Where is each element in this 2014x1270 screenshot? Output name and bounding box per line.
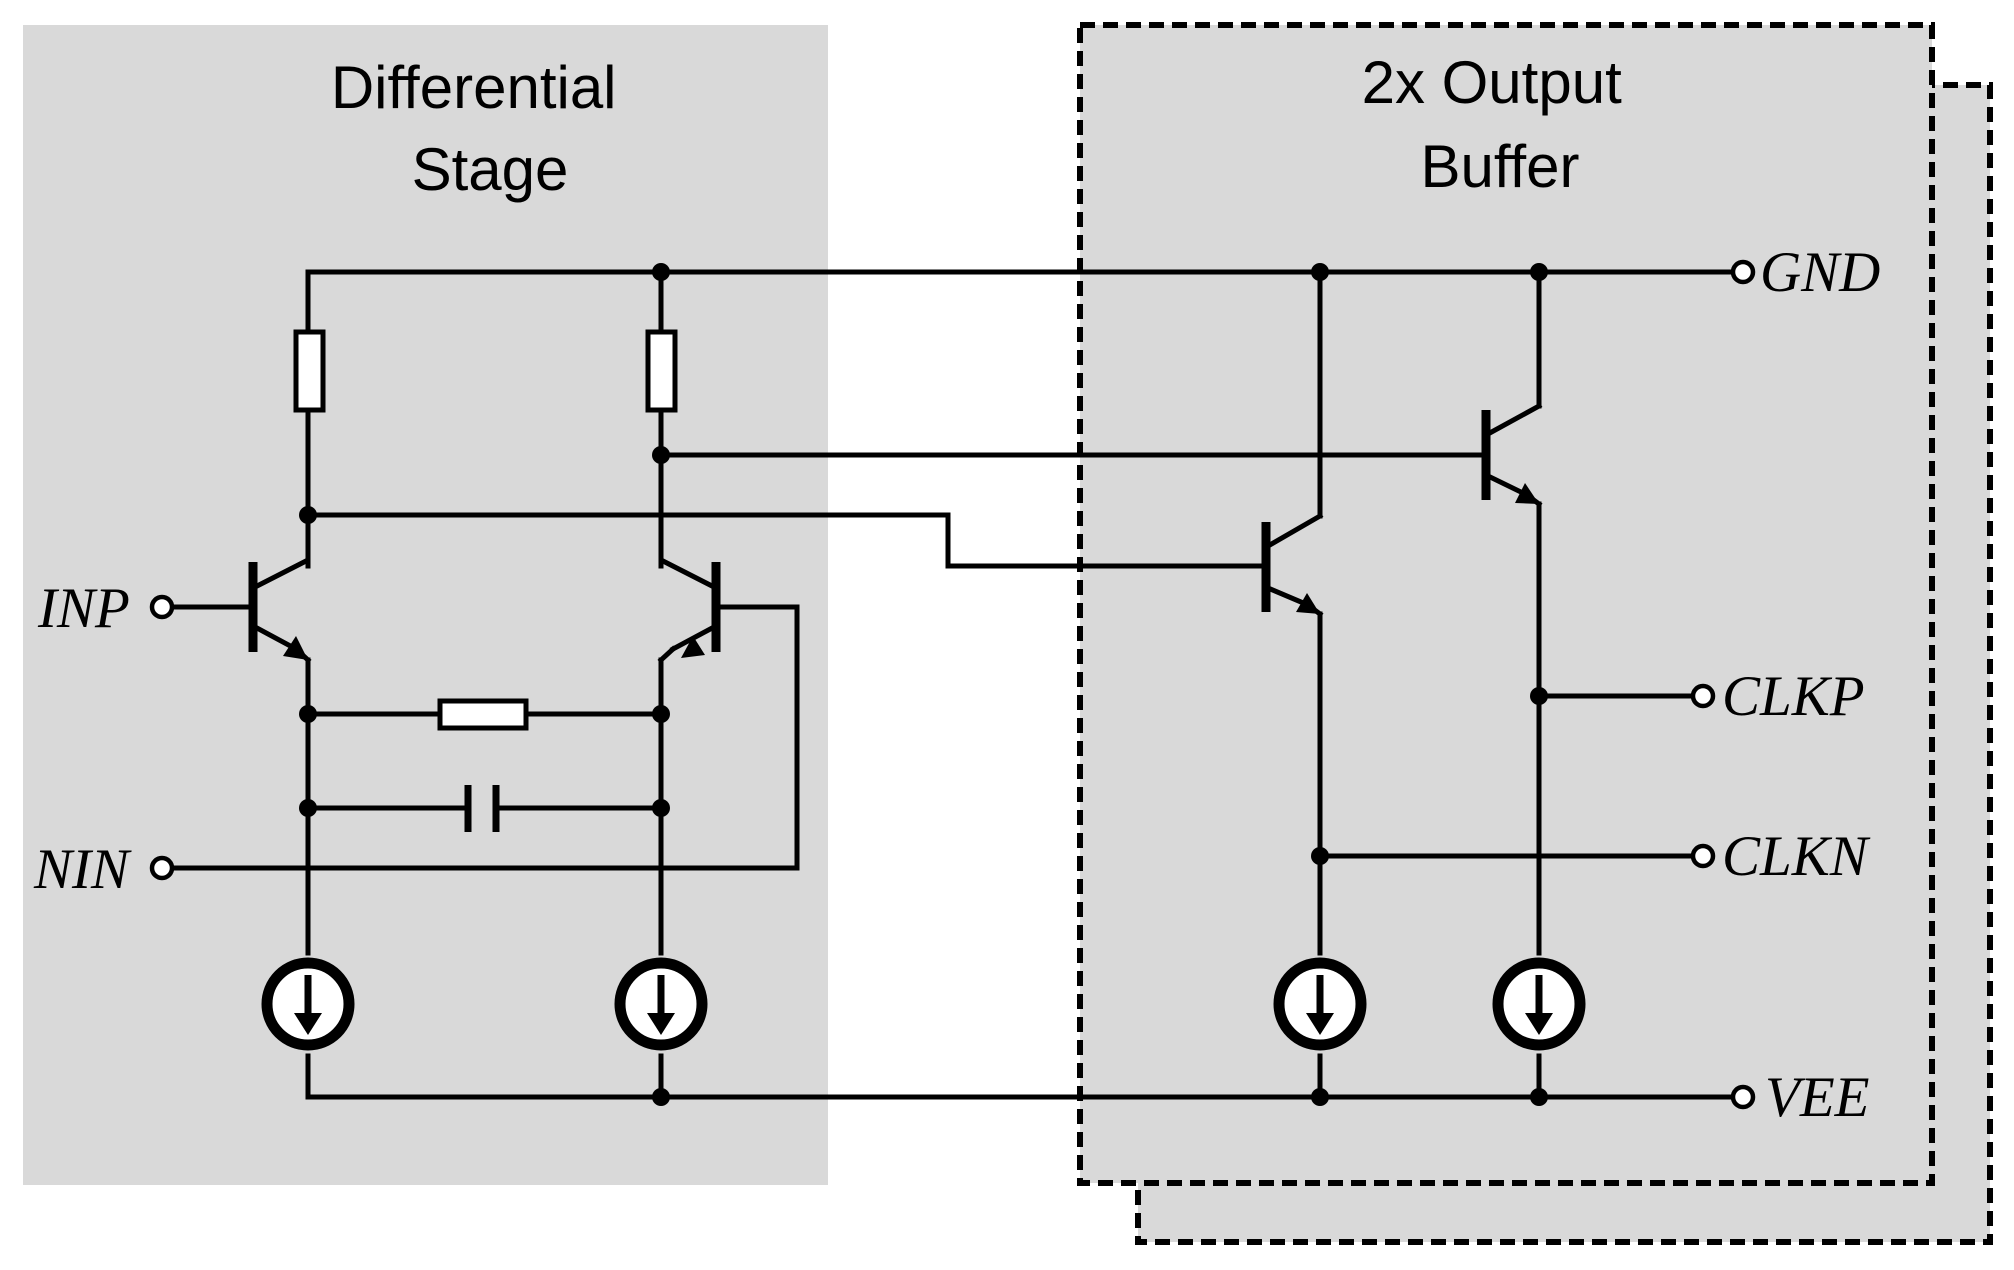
wires	[168, 269, 1745, 1100]
current-source-2	[614, 957, 708, 1051]
inp-label: INP	[37, 577, 130, 640]
gnd-terminal	[1730, 259, 1756, 285]
gnd-label: GND	[1760, 241, 1880, 304]
clkn-terminal	[1690, 843, 1716, 869]
current-source-3	[1273, 957, 1367, 1051]
left-output-wire	[305, 512, 1265, 569]
q1-emitter-arrow	[283, 636, 308, 660]
clkn-label: CLKN	[1722, 825, 1871, 888]
load-resistor-left	[293, 329, 326, 413]
current-source-1	[261, 957, 355, 1051]
nin-wire	[169, 604, 800, 871]
output-buffer-title-line-2: Buffer	[1421, 133, 1580, 200]
q3-emitter-arrow	[1296, 593, 1320, 614]
clkp-terminal	[1690, 683, 1716, 709]
degeneration-capacitor	[464, 785, 500, 832]
transistor-q1	[248, 555, 312, 664]
current-source-4	[1492, 957, 1586, 1051]
transistor-q4	[1481, 402, 1543, 508]
nin-terminal	[149, 855, 175, 881]
vee-terminal	[1730, 1084, 1756, 1110]
differential-stage-title-line-2: Stage	[412, 136, 569, 203]
q2-emitter-arrow	[681, 636, 705, 658]
output-buffer-title: 2x Output Buffer	[1362, 49, 1639, 200]
q4-emitter-arrow	[1515, 483, 1539, 504]
transistor-q2	[657, 555, 721, 664]
degeneration-resistor	[437, 698, 529, 731]
clkp-label: CLKP	[1722, 665, 1865, 728]
nin-label: NIN	[33, 838, 132, 901]
differential-stage-title-line-1: Differential	[331, 54, 617, 121]
differential-stage-title: Differential Stage	[331, 54, 633, 203]
load-resistor-right	[645, 329, 678, 413]
transistor-q3	[1261, 512, 1324, 618]
junction-dots	[299, 263, 1548, 1106]
inp-terminal	[149, 594, 175, 620]
vee-label: VEE	[1765, 1066, 1869, 1129]
output-buffer-title-line-1: 2x Output	[1362, 49, 1622, 116]
